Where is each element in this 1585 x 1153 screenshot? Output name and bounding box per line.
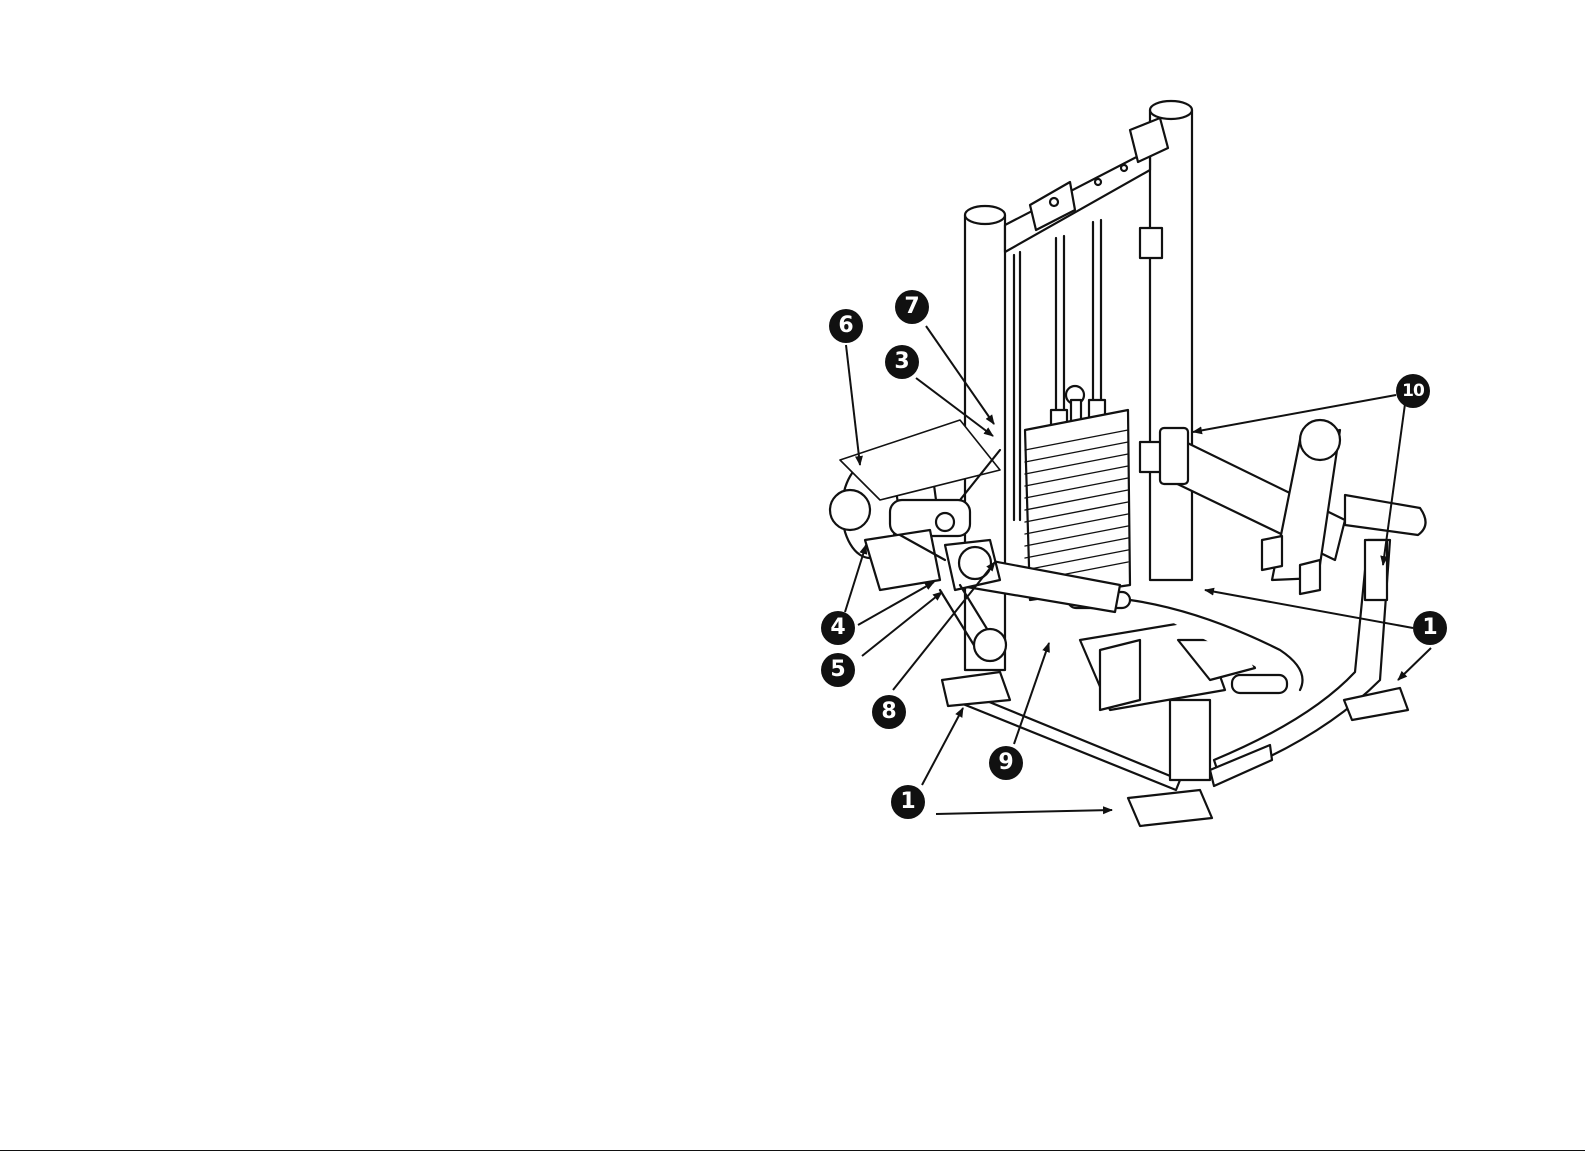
callout-5: 5 <box>821 653 855 687</box>
callout-3: 3 <box>885 345 919 379</box>
callout-1-right: 1 <box>1413 611 1447 645</box>
callout-10: 10 <box>1396 374 1430 408</box>
callout-7: 7 <box>895 290 929 324</box>
callout-1-bottom: 1 <box>891 785 925 819</box>
callout-4: 4 <box>821 611 855 645</box>
top-frame <box>1005 150 1150 252</box>
callout-8: 8 <box>872 695 906 729</box>
right-column <box>1150 110 1192 580</box>
callout-9: 9 <box>989 746 1023 780</box>
callout-6: 6 <box>829 309 863 343</box>
page-bottom-rule <box>0 1150 1585 1151</box>
